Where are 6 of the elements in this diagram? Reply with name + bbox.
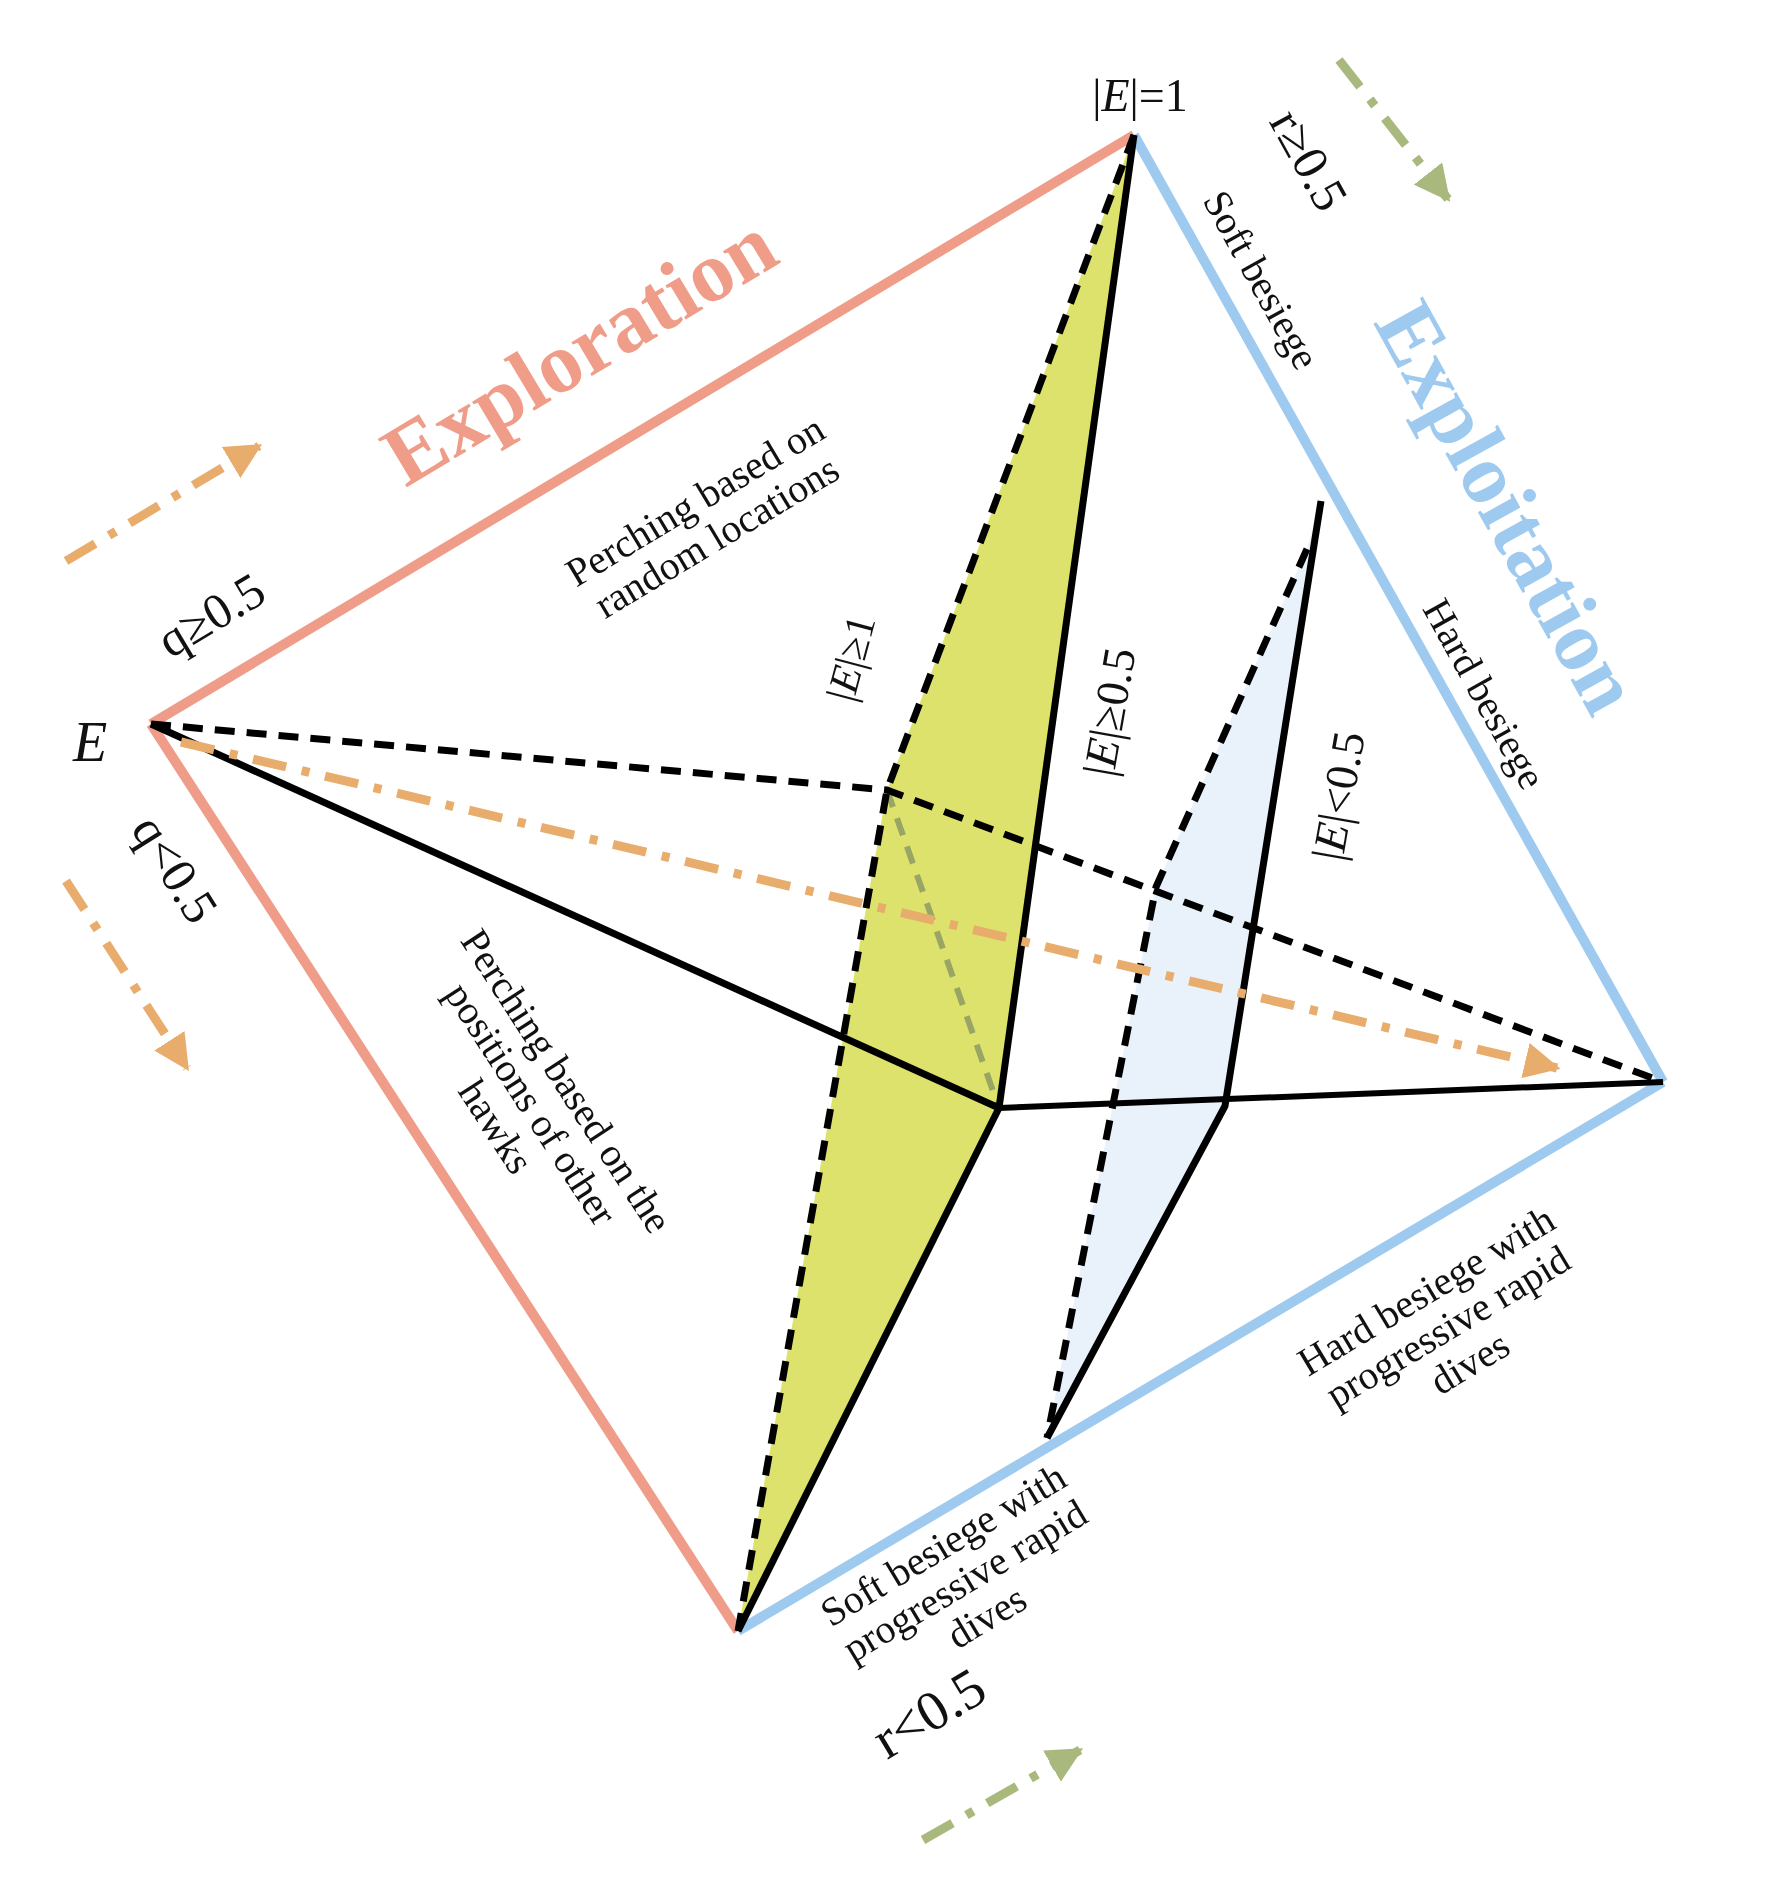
condition-label: |E|≥1 xyxy=(818,610,884,706)
condition-label: |E|≥0.5 xyxy=(1075,644,1145,780)
condition-label: r≥0.5 xyxy=(1260,100,1358,220)
condition-label: |E|<0.5 xyxy=(1303,727,1375,865)
vertex-label: E xyxy=(72,712,108,772)
vertex-label: |E|=1 xyxy=(1092,71,1188,121)
